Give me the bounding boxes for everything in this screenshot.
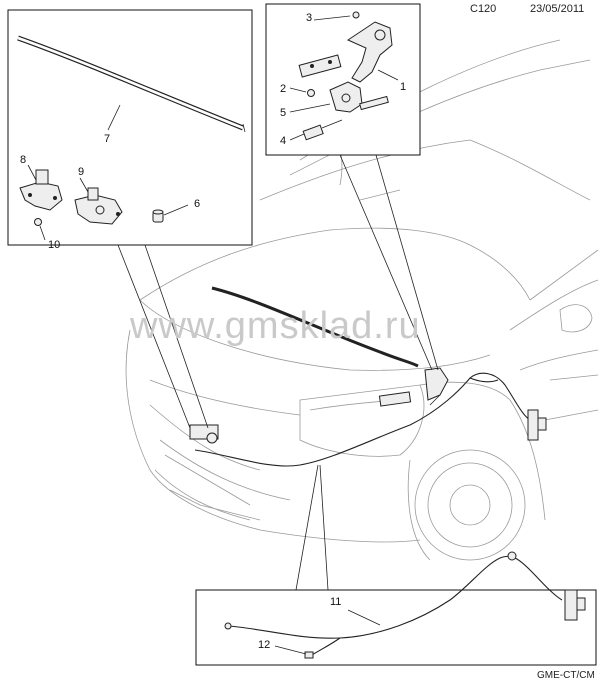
callout-4: 4: [280, 135, 286, 147]
detail-box-right: [265, 3, 439, 371]
detail-box-bottom: [195, 464, 597, 666]
hood-latch-part: [74, 187, 123, 225]
callout-11: 11: [330, 596, 341, 608]
watermark: www.gmsklad.ru: [130, 305, 421, 347]
diagram-date: 23/05/2011: [530, 3, 585, 15]
footer-source: GME-CT/CM: [537, 670, 595, 681]
hood-seal-on-car: [211, 286, 419, 368]
callout-6: 6: [194, 198, 200, 210]
hinge-assembly-part: [329, 81, 389, 113]
callout-7: 7: [104, 133, 110, 145]
callout-2: 2: [280, 83, 286, 95]
car-outline: [125, 39, 599, 561]
hood-hinge-on-car: [378, 367, 449, 407]
cable-clip-part: [304, 651, 314, 659]
release-cable-part: [227, 555, 563, 639]
callout-5: 5: [280, 107, 286, 119]
support-rod-part: [302, 119, 343, 141]
callout-9: 9: [78, 166, 84, 178]
release-handle-part: [564, 589, 586, 621]
hood-latch-on-car: [189, 424, 219, 444]
bolt-part: [34, 218, 42, 226]
latch-bracket-part: [19, 169, 63, 211]
hood-hinge-part: [298, 21, 393, 83]
callout-8: 8: [20, 154, 26, 166]
release-handle-on-car: [527, 409, 547, 441]
callout-1: 1: [400, 81, 406, 93]
callout-10: 10: [48, 239, 60, 251]
callout-12: 12: [258, 639, 270, 651]
detail-box-left: [7, 9, 253, 429]
callout-3: 3: [306, 12, 312, 24]
diagram-code: C120: [470, 3, 497, 15]
bump-stop-part: [152, 209, 164, 223]
release-cable-on-car: [194, 372, 531, 467]
